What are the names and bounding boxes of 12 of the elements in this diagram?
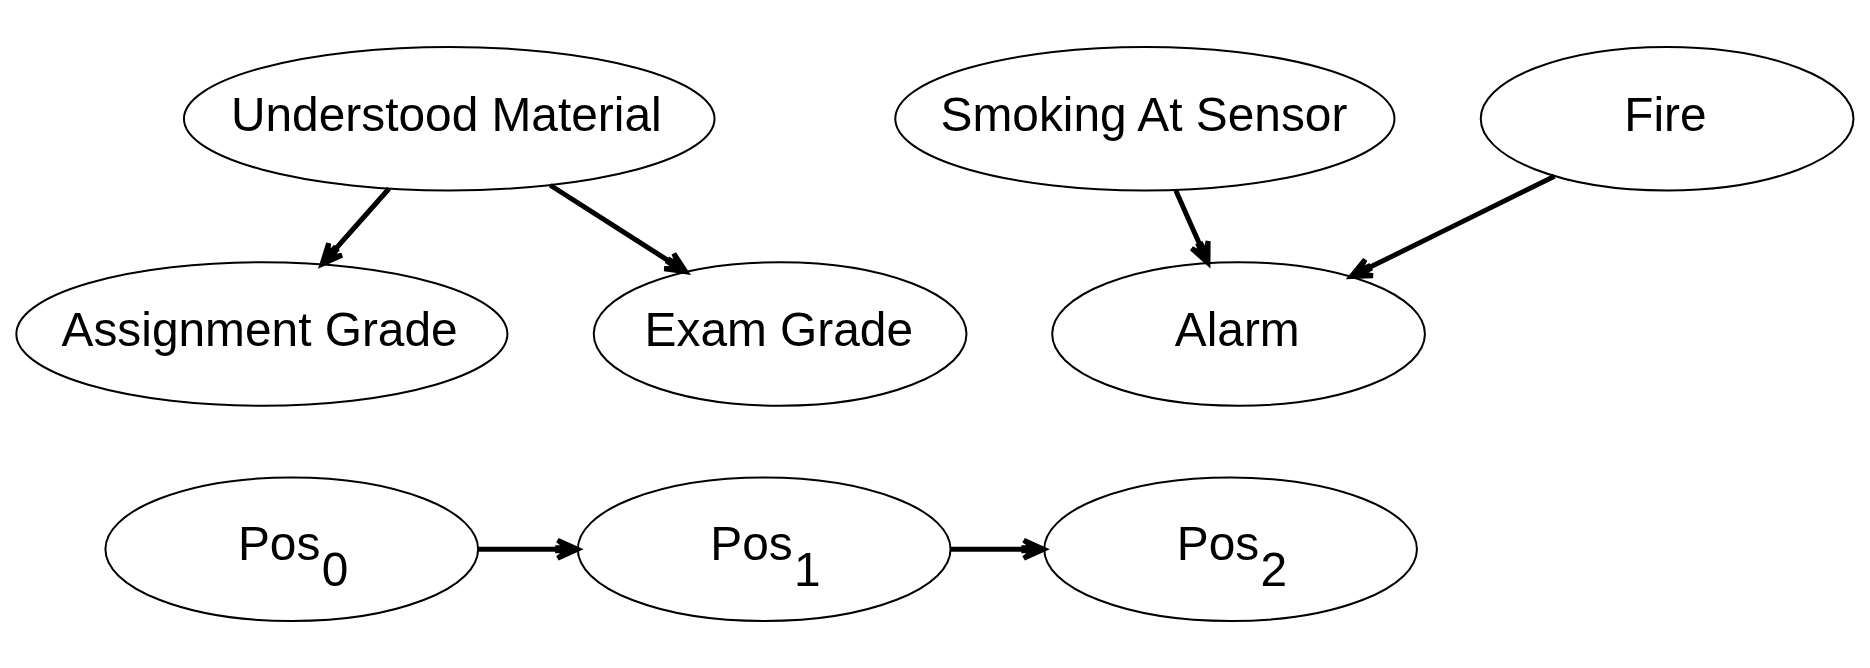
arrow: [950, 537, 1047, 561]
node-ellipse: Fire: [1479, 45, 1855, 192]
node-ellipse: Alarm: [1051, 261, 1426, 407]
arrow: [1173, 189, 1211, 266]
arrow: [319, 187, 391, 267]
node-ellipse: Smoking At Sensor: [894, 45, 1396, 192]
arrow: [548, 183, 689, 275]
arrow: [478, 537, 581, 561]
node-ellipse: Assignment Grade: [15, 261, 509, 407]
node-ellipse: Exam Grade: [592, 261, 968, 407]
node-ellipse: Understood Material: [182, 45, 716, 192]
arrow: [1348, 174, 1556, 279]
